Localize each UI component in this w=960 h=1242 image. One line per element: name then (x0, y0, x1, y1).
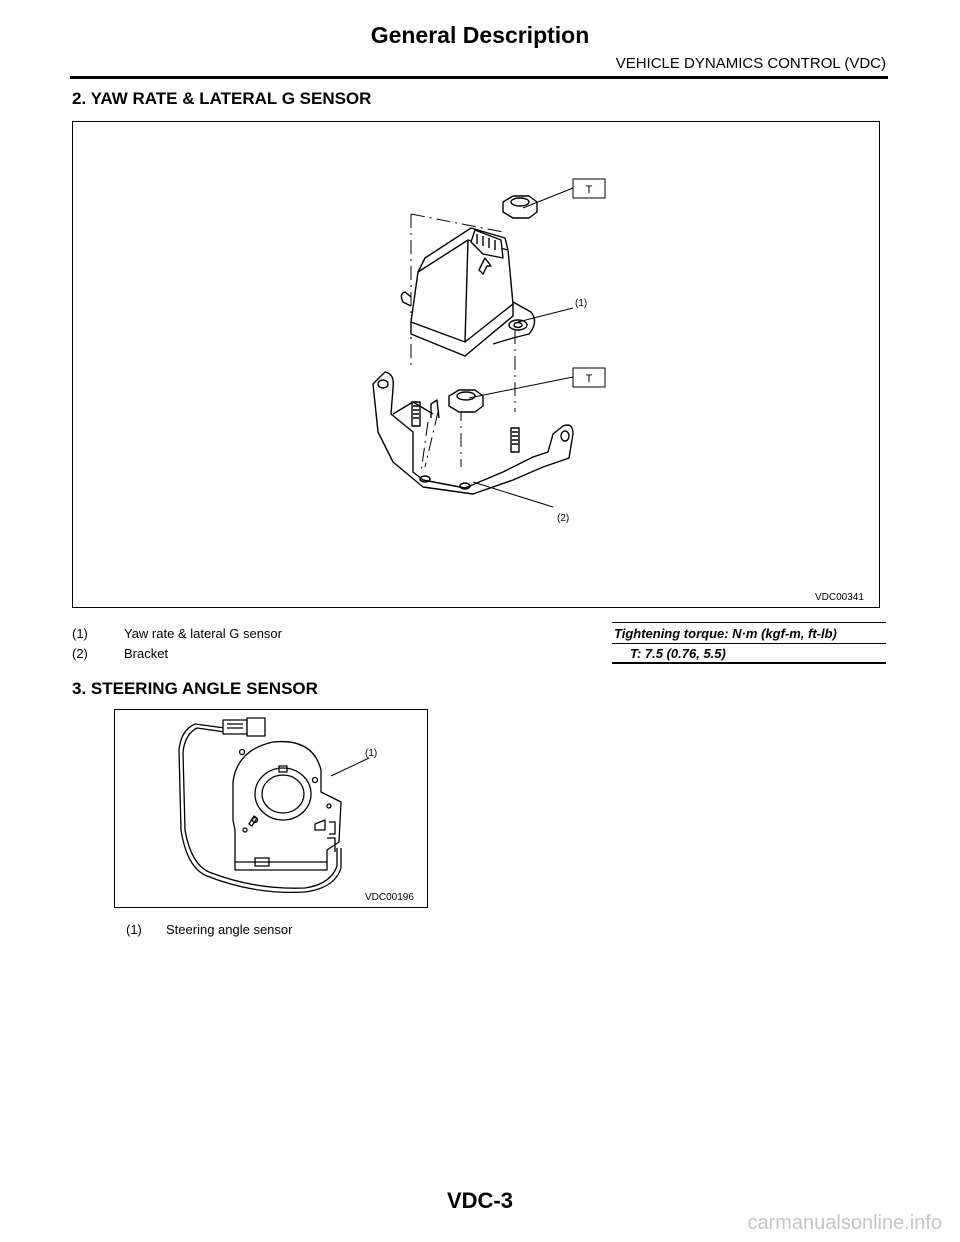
callout-bracket: (2) (557, 513, 569, 524)
page-title: General Description (370, 22, 590, 48)
torque-divider (612, 643, 886, 644)
torque-heading: Tightening torque: N·m (kgf-m, ft-lb) (614, 626, 837, 641)
section-subtitle: VEHICLE DYNAMICS CONTROL (VDC) (615, 55, 886, 72)
callout-torque-top: T (586, 184, 593, 196)
legend-num: (1) (126, 922, 142, 937)
section-heading-yaw-rate-sensor: 2. YAW RATE & LATERAL G SENSOR (72, 89, 372, 108)
torque-bottom-rule (612, 662, 886, 664)
figure-code: VDC00196 (365, 892, 414, 903)
figure-steering-angle-sensor: (1) VDC00196 (114, 709, 428, 908)
torque-value: T: 7.5 (0.76, 5.5) (630, 646, 726, 661)
page-number: VDC-3 (446, 1188, 513, 1213)
steering-angle-sensor-illustration: (1) VDC00196 (178, 717, 414, 903)
watermark: carmanualsonline.info (747, 1212, 942, 1234)
legend-text: Yaw rate & lateral G sensor (124, 626, 282, 641)
legend-num: (2) (72, 646, 88, 661)
torque-top-rule (612, 622, 886, 623)
legend-num: (1) (72, 626, 88, 641)
section-heading-steering-angle-sensor: 3. STEERING ANGLE SENSOR (72, 679, 318, 698)
legend-item-bracket: (2) Bracket (72, 646, 168, 661)
legend-text: Steering angle sensor (166, 922, 293, 937)
callout-torque-bottom: T (586, 373, 593, 385)
legend-item-sensor: (1) Yaw rate & lateral G sensor (72, 626, 282, 641)
header-divider (70, 76, 888, 79)
legend-text: Bracket (124, 646, 169, 661)
figure-yaw-rate-sensor: T T (1) (2) VDC00341 (72, 121, 880, 608)
callout-sensor: (1) (575, 298, 587, 309)
figure-code: VDC00341 (815, 592, 864, 603)
legend-item-steering-sensor: (1) Steering angle sensor (126, 922, 292, 937)
callout-steering-sensor: (1) (365, 748, 377, 759)
yaw-rate-sensor-illustration: T T (1) (2) VDC00341 (372, 178, 864, 603)
